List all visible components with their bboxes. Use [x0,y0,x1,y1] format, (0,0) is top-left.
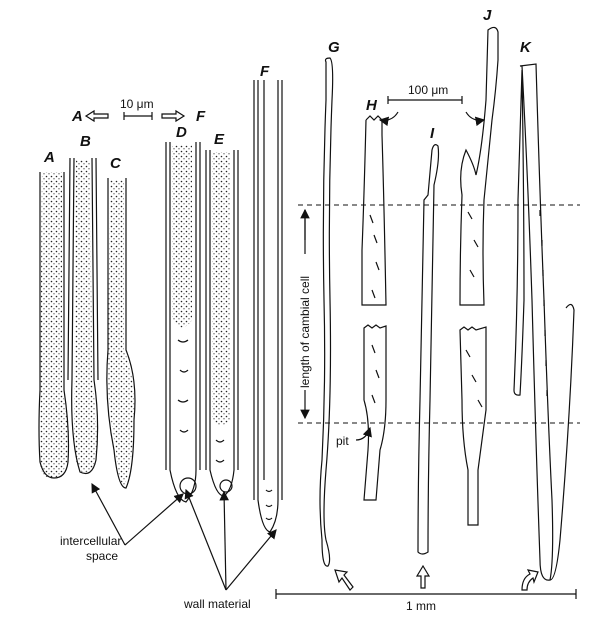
arrow-right-icon [161,109,186,123]
label-I: I [430,125,435,142]
wall-material-label: wall material [183,597,251,611]
label-J: J [483,7,492,24]
cell-H [361,115,387,501]
scale-10um-text: 10 μm [120,97,154,111]
arrow-K-icon [521,569,539,591]
label-E: E [214,131,225,148]
cell-D [165,142,201,503]
arrow-to-J-icon [465,111,486,127]
scale-left-label: A [71,108,83,125]
wall-arrow-3 [225,529,277,591]
cell-B [67,157,99,475]
pit-arrow [355,426,372,441]
intercellular-arrow-2 [124,493,184,546]
label-K: K [520,39,532,56]
wall-arrow-1 [184,488,227,591]
cell-A [38,172,70,479]
label-F: F [260,63,270,80]
scale-1mm: 1 mm [275,589,577,613]
intercellular-arrow-1 [91,482,126,546]
scale-bar [123,112,153,120]
length-of-cambial-cell-label: length of cambial cell [298,276,312,388]
label-G: G [328,39,340,56]
cell-F [253,80,283,533]
arrow-I-icon [415,564,431,589]
scale-100um-text: 100 μm [408,83,448,97]
label-H: H [366,97,378,114]
label-B: B [80,133,91,150]
pit-label: pit [336,434,349,448]
wall-arrow-2 [219,490,229,591]
cell-K [513,63,575,581]
intercellular-label-1: intercellular [60,534,121,548]
cell-I [417,144,440,555]
cell-J [459,26,499,526]
arrow-G-icon [334,569,354,591]
cell-G [319,57,334,567]
arrow-left-icon [84,109,109,123]
cell-E [205,150,239,497]
label-A: A [43,149,55,166]
cell-C [106,178,136,489]
scale-right-label: F [196,108,206,125]
label-D: D [176,124,187,141]
scale-100um: 100 μm [378,83,486,127]
label-C: C [110,155,122,172]
scale-10um: A 10 μm F [71,97,206,125]
intercellular-label-2: space [86,549,118,563]
scale-1mm-text: 1 mm [406,599,436,613]
arrow-to-H-icon [378,111,399,127]
